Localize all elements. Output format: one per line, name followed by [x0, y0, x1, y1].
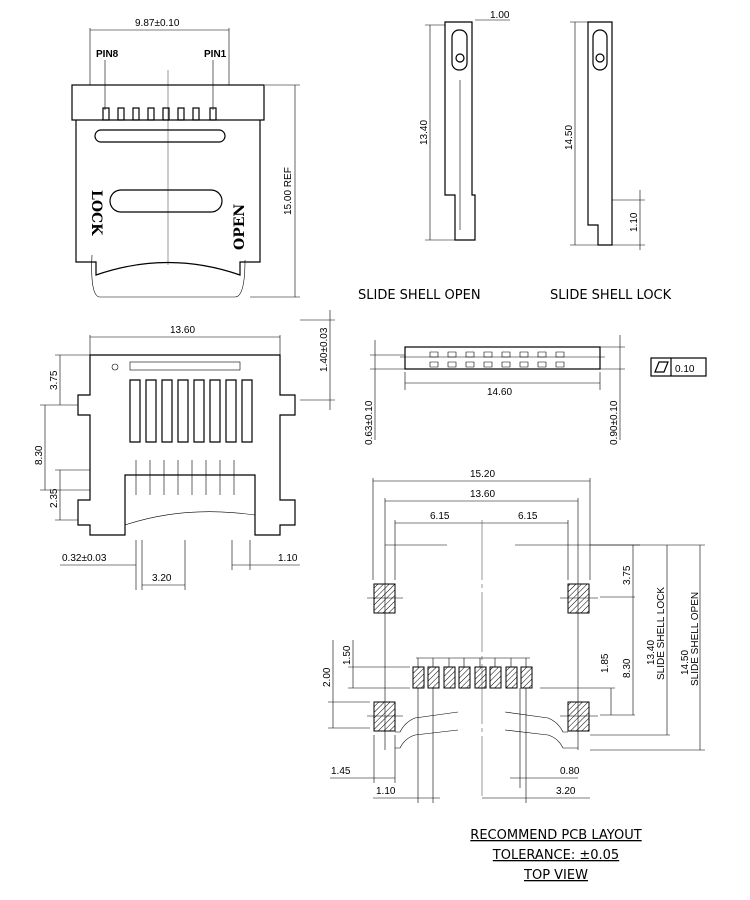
dim-3-20: 3.20: [556, 786, 576, 797]
dim-3-75: 3.75: [622, 565, 633, 585]
caption-tolerance: TOLERANCE: ±0.05: [492, 848, 619, 863]
caption-title: RECOMMEND PCB LAYOUT: [470, 828, 641, 843]
top-pins: [102, 107, 217, 121]
dim-left-height: 0.63±0.10: [364, 400, 375, 445]
dim-1-45: 1.45: [331, 766, 351, 777]
lock-label: LOCK: [88, 190, 104, 236]
dim-width: 13.60: [170, 325, 195, 336]
dim-1-10: 1.10: [278, 553, 298, 564]
bottom-contacts: [129, 379, 253, 495]
dim-13-60: 13.60: [470, 489, 495, 500]
dim-tab: 1.40±0.03: [319, 327, 330, 372]
dim-height-open: 13.40: [419, 120, 430, 145]
dim-8-30: 8.30: [34, 445, 45, 465]
dim-pin-width: 0.32±0.03: [62, 553, 107, 564]
open-label: OPEN: [232, 204, 248, 250]
dim-1-85: 1.85: [600, 653, 611, 673]
ground-pad: [373, 701, 396, 732]
caption-lock: SLIDE SHELL LOCK: [550, 288, 672, 303]
dim-8-30: 8.30: [622, 658, 633, 678]
dim-top: 1.00: [490, 10, 510, 21]
slide-shell-open-label: SLIDE SHELL OPEN: [690, 592, 701, 686]
dim-2-35: 2.35: [49, 488, 60, 508]
flatness-icon: [654, 361, 669, 373]
front-view: 14.60 0.63±0.10 0.90±0.10 0.10: [364, 335, 707, 445]
dim-6-15-left: 6.15: [430, 511, 450, 522]
dim-1-10: 1.10: [376, 786, 396, 797]
ground-pad: [373, 583, 396, 614]
dim-bottom-lock: 1.10: [629, 212, 640, 232]
caption-open: SLIDE SHELL OPEN: [358, 288, 481, 303]
dim-width: 14.60: [487, 387, 512, 398]
pcb-layout: 15.20 13.60 6.15 6.15: [322, 469, 705, 883]
ground-pad: [567, 583, 590, 614]
dim-6-15-right: 6.15: [518, 511, 538, 522]
side-view-open: 1.00 13.40 SLIDE SHELL OPEN: [358, 10, 510, 303]
slide-shell-lock-label: SLIDE SHELL LOCK: [656, 587, 667, 680]
caption-view: TOP VIEW: [523, 868, 588, 883]
dim-height: 15.00 REF: [283, 167, 294, 215]
bottom-view: 13.60 1.40±0.03 3.75 8.30 2.35 0.32±0.03…: [34, 310, 335, 590]
dim-2-00: 2.00: [322, 667, 333, 687]
dim-15-20: 15.20: [470, 469, 495, 480]
dim-13-40: 13.40: [646, 640, 657, 665]
dim-right-height: 0.90±0.10: [609, 400, 620, 445]
dim-0-80: 0.80: [560, 766, 580, 777]
pin8-label: PIN8: [96, 49, 119, 60]
dim-width: 9.87±0.10: [135, 18, 180, 29]
ground-pad: [567, 701, 590, 732]
dim-3-20: 3.20: [152, 573, 172, 584]
top-view: 9.87±0.10 PIN8 PIN1 LOCK OPEN 15.00 REF: [71, 18, 300, 298]
flatness-tolerance-frame: 0.10: [650, 357, 707, 377]
signal-pads: [412, 666, 533, 689]
side-view-lock: 14.50 1.10 SLIDE SHELL LOCK: [550, 21, 672, 303]
pin1-label: PIN1: [204, 49, 227, 60]
dim-3-75: 3.75: [49, 370, 60, 390]
flatness-value: 0.10: [675, 364, 695, 375]
dim-14-50: 14.50: [680, 650, 691, 675]
dim-height-lock: 14.50: [564, 125, 575, 150]
dim-1-50: 1.50: [342, 645, 353, 665]
